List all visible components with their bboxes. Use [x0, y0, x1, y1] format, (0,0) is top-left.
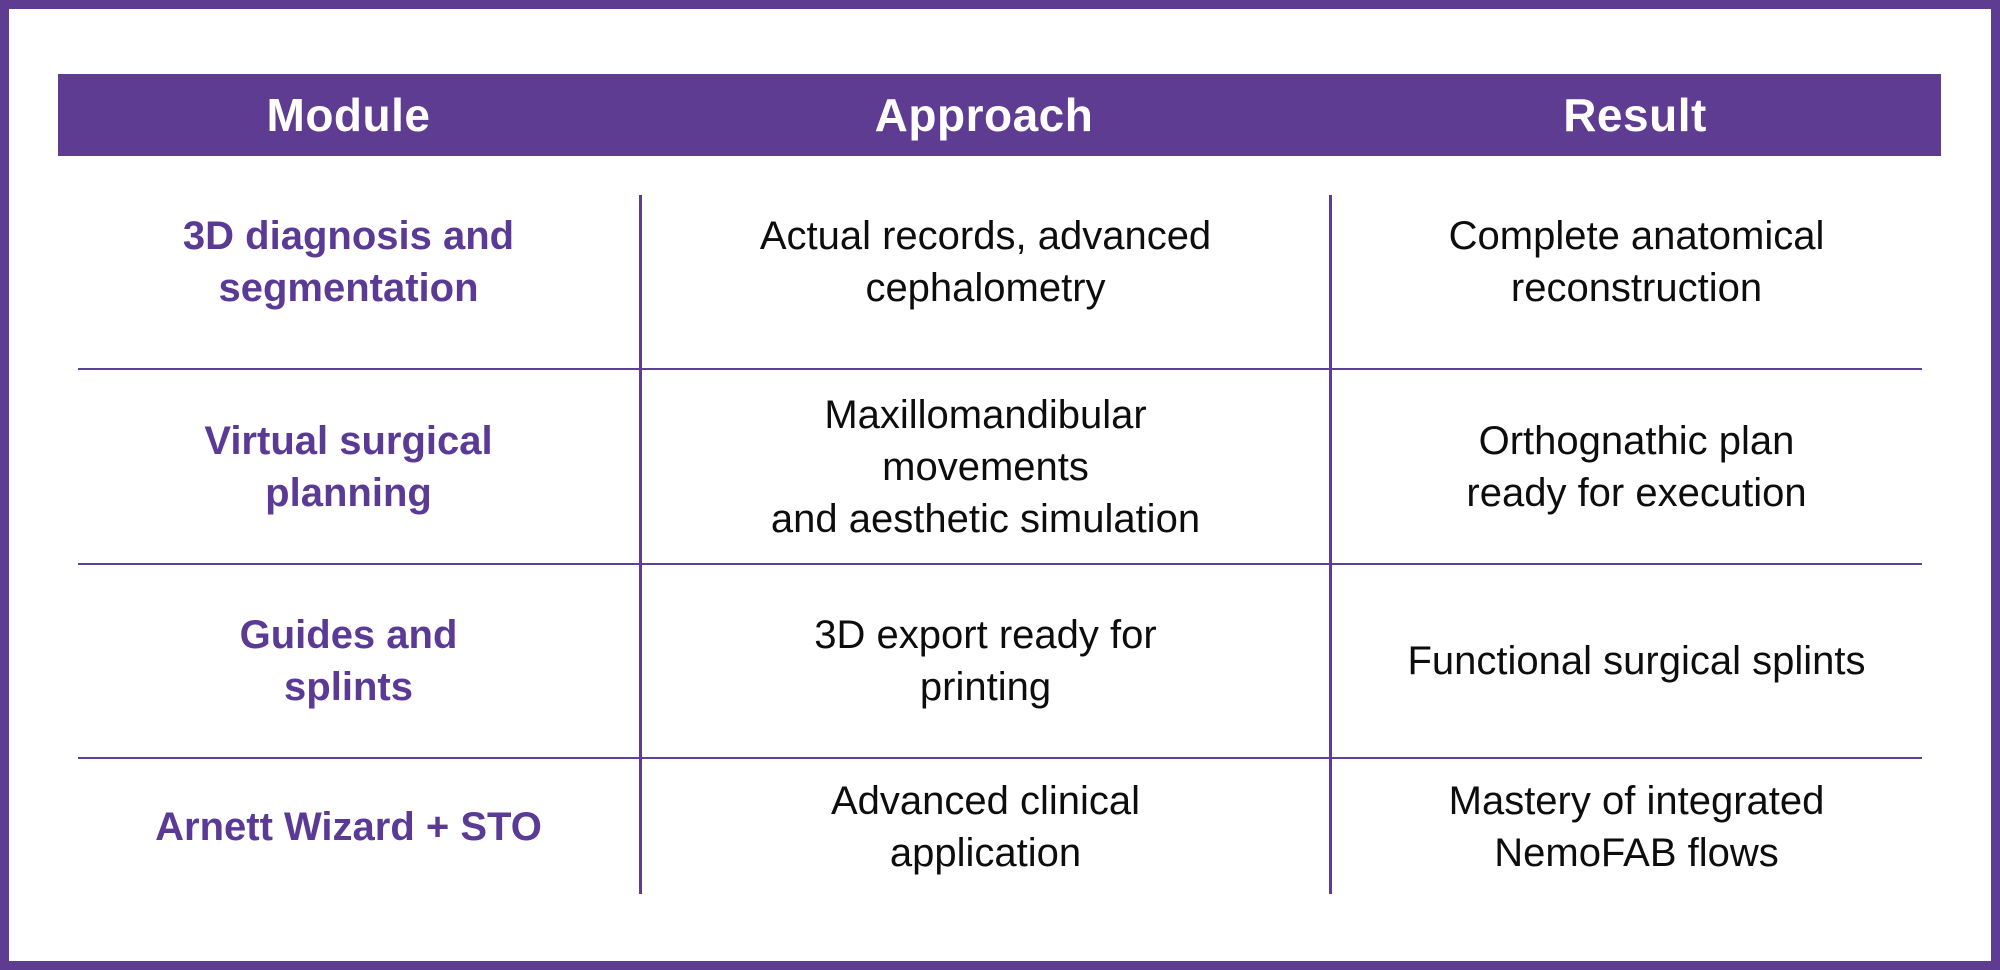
cell-result-row2: Orthognathic plan ready for execution: [1332, 370, 1941, 563]
cell-text-line: Complete anatomical: [1448, 214, 1825, 258]
cell-text-line: Functional surgical splints: [1407, 639, 1866, 683]
cell-text-line: Advanced clinical: [830, 778, 1141, 823]
cell-text-line: 3D export ready for: [814, 613, 1157, 657]
cell-approach-row1: Actual records, advanced cephalometry: [642, 156, 1329, 368]
cell-text-line: Virtual surgical: [204, 418, 493, 463]
cell-text-line: Maxillomandibular: [824, 392, 1147, 437]
cell-text-line: Guides and: [239, 613, 458, 657]
cell-text-line: ready for execution: [1466, 470, 1807, 515]
table-header-row: Module Approach Result: [58, 74, 1941, 156]
cell-module-row4: Arnett Wizard + STO: [58, 759, 639, 894]
cell-text-line: printing: [919, 665, 1052, 709]
cell-module-row2: Virtual surgical planning: [58, 370, 639, 563]
cell-text-line: splints: [284, 665, 413, 709]
row-divider-1: [78, 368, 1922, 370]
cell-text-line: Actual records, advanced: [759, 214, 1212, 258]
cell-result-row3: Functional surgical splints: [1332, 565, 1941, 757]
row-divider-2: [78, 563, 1922, 565]
column-divider-2: [1329, 195, 1332, 894]
cell-approach-row4: Advanced clinical application: [642, 759, 1329, 894]
row-divider-3: [78, 757, 1922, 759]
column-divider-1: [639, 195, 642, 894]
cell-text-line: segmentation: [218, 266, 479, 310]
cell-text-line: application: [889, 830, 1082, 875]
header-cell-module: Module: [266, 89, 431, 141]
cell-text-line: Arnett Wizard + STO: [155, 804, 542, 849]
cell-module-row3: Guides and splints: [58, 565, 639, 757]
cell-module-row1: 3D diagnosis and segmentation: [58, 156, 639, 368]
cell-text-line: reconstruction: [1510, 266, 1763, 310]
cell-text-line: and aesthetic simulation: [770, 496, 1201, 541]
cell-text-line: cephalometry: [865, 266, 1106, 310]
cell-approach-row2: Maxillomandibular movements and aestheti…: [642, 370, 1329, 563]
cell-text-line: planning: [265, 470, 432, 515]
cell-text-line: Mastery of integrated: [1448, 778, 1825, 823]
cell-result-row1: Complete anatomical reconstruction: [1332, 156, 1941, 368]
cell-text-line: NemoFAB flows: [1494, 830, 1779, 875]
cell-text-line: 3D diagnosis and: [182, 214, 515, 258]
header-cell-result: Result: [1563, 89, 1707, 141]
header-cell-approach: Approach: [874, 89, 1094, 141]
cell-text-line: Orthognathic plan: [1478, 418, 1795, 463]
cell-text-line: movements: [882, 444, 1089, 489]
cell-approach-row3: 3D export ready for printing: [642, 565, 1329, 757]
cell-result-row4: Mastery of integrated NemoFAB flows: [1332, 759, 1941, 894]
